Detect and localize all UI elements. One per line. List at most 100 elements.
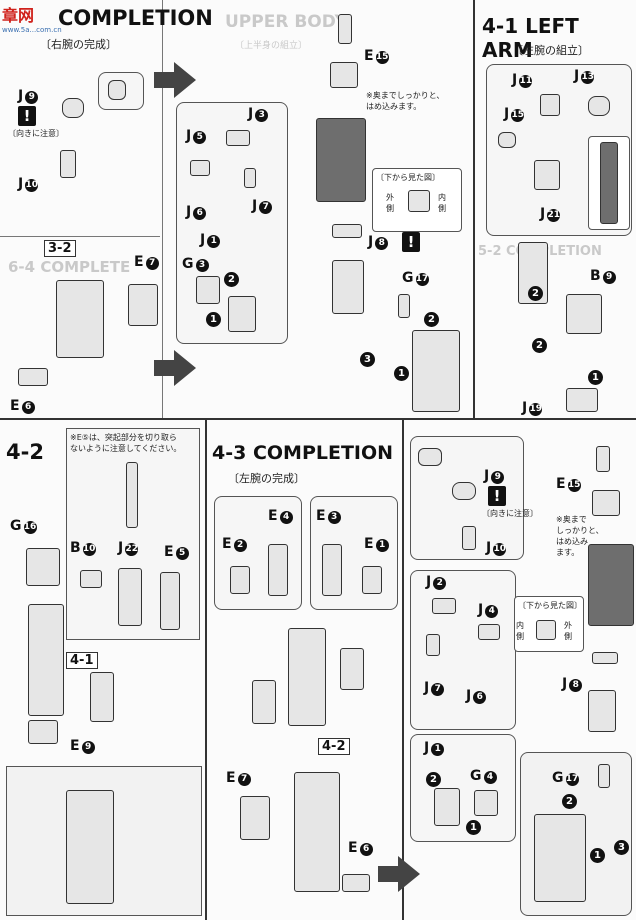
part-j21 bbox=[534, 160, 560, 190]
e5-close-up bbox=[126, 462, 138, 528]
arm-block-dark bbox=[316, 118, 366, 202]
hand-assembly bbox=[228, 296, 256, 332]
ghost-complete-6: 6-4 COMPLETE bbox=[8, 258, 131, 276]
hand-assembly-bottom bbox=[434, 788, 460, 826]
inner-side-label: 内側 bbox=[438, 193, 446, 213]
part-j3 bbox=[226, 130, 250, 146]
bottom-view-label-2: 〔下から見た図〕 bbox=[518, 601, 582, 610]
outer-side-label-2: 外側 bbox=[564, 621, 572, 641]
caution-icon: ! bbox=[402, 232, 420, 252]
e5-cut-note: ※E⑤は、突起部分を切り取らないように注意してください。 bbox=[70, 433, 182, 453]
caution-icon: ! bbox=[18, 106, 36, 126]
thin-divider-left bbox=[0, 236, 160, 237]
hand-assembly-box-bottom-2 bbox=[410, 734, 516, 842]
step-2-icon: 2 bbox=[424, 312, 439, 327]
part-e5 bbox=[160, 572, 180, 630]
arm-block-dark-bottom bbox=[588, 544, 634, 626]
part-j4 bbox=[478, 624, 500, 640]
part-e15-peg-bottom bbox=[596, 446, 610, 472]
part-e1 bbox=[362, 566, 382, 594]
watermark-url: www.5a...com.cn bbox=[2, 26, 62, 34]
ref-3-2: 3-2 bbox=[44, 240, 76, 257]
insert-firmly-note: ※奥までしっかりと、はめ込みます。 bbox=[366, 91, 445, 111]
part-e9 bbox=[28, 720, 58, 744]
part-g16 bbox=[26, 548, 60, 586]
part-j15 bbox=[498, 132, 516, 148]
part-j22 bbox=[118, 568, 142, 626]
left-upper-arm bbox=[518, 242, 548, 304]
arrow-right-icon bbox=[154, 350, 196, 386]
watermark-logo-text: 章网 bbox=[2, 6, 35, 25]
part-j8-bottom bbox=[592, 652, 618, 664]
ref-4-2: 4-2 bbox=[318, 738, 350, 755]
ghost-upper-body-sub: 〔上半身の組立〕 bbox=[235, 41, 308, 51]
caution-icon: ! bbox=[488, 486, 506, 506]
part-g17 bbox=[398, 294, 410, 318]
bottom-view-label: 〔下から見た図〕 bbox=[376, 173, 440, 182]
hand-attached-bottom bbox=[588, 690, 616, 732]
step-2-icon: 2 bbox=[426, 772, 441, 787]
bottom-view-part bbox=[408, 190, 430, 212]
step-1-icon: 1 bbox=[206, 312, 221, 327]
section-4-2-title: 4-2 bbox=[6, 440, 44, 464]
thin-divider-vertical bbox=[162, 0, 163, 418]
part-e15-peg bbox=[338, 14, 352, 44]
left-arm-completion-assembly bbox=[288, 628, 326, 726]
part-j8 bbox=[332, 224, 362, 238]
part-b9 bbox=[566, 294, 602, 334]
part-e6-bottom bbox=[342, 874, 370, 892]
part-e7-top bbox=[128, 284, 158, 326]
part-j10-top-view bbox=[108, 80, 126, 100]
bottom-view-part-2 bbox=[536, 620, 556, 640]
part-j10-top-view bbox=[418, 448, 442, 466]
ghost-upper-body: UPPER BODY bbox=[225, 12, 347, 32]
part-b10 bbox=[80, 570, 102, 588]
left-arm-title: 4-1 LEFT ARM bbox=[482, 14, 579, 62]
step-2-icon: 2 bbox=[224, 272, 239, 287]
vertical-divider-bottom-left bbox=[205, 420, 207, 920]
arrow-right-icon bbox=[378, 856, 420, 892]
part-e6-top bbox=[18, 368, 48, 386]
forearm-assembly bbox=[412, 330, 460, 412]
section-4-3-subtitle: 〔左腕の完成〕 bbox=[228, 472, 305, 485]
shoulder-part bbox=[90, 672, 114, 722]
final-forearm-assembly bbox=[534, 814, 586, 902]
part-j9 bbox=[62, 98, 84, 118]
site-watermark-logo: 章网 www.5a...com.cn bbox=[2, 2, 62, 34]
part-g17-bottom bbox=[598, 764, 610, 788]
part-j5 bbox=[190, 160, 210, 176]
outer-side-label: 外側 bbox=[386, 193, 394, 213]
part-j11 bbox=[540, 94, 560, 116]
part-g3 bbox=[196, 276, 220, 304]
part-e15 bbox=[330, 62, 358, 88]
step-3-icon: 3 bbox=[360, 352, 375, 367]
right-arm-assembly bbox=[56, 280, 104, 358]
